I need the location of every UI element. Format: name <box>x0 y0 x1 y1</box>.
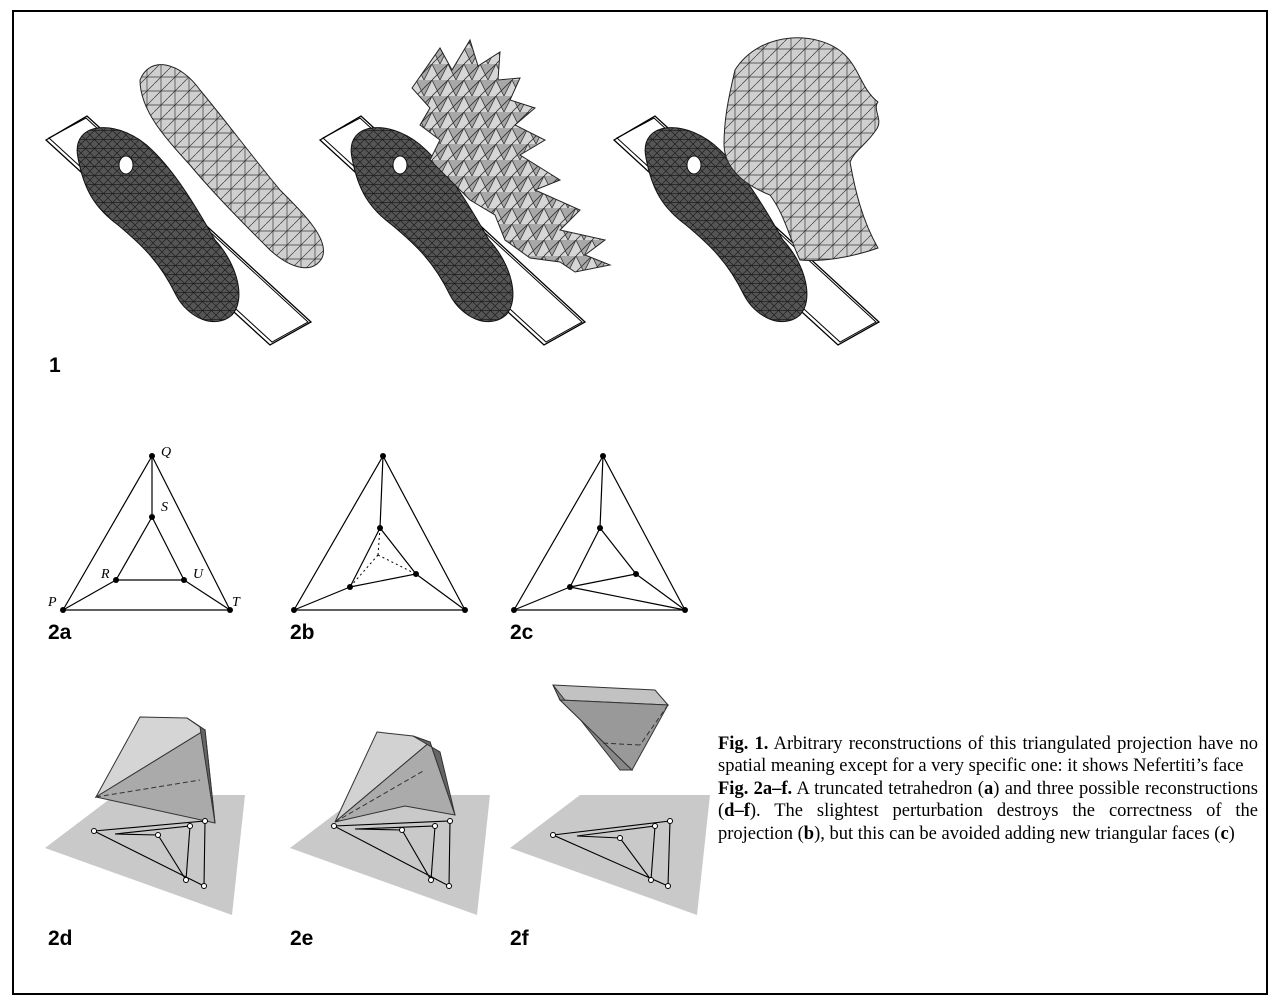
caption-fig2-text: ) <box>1229 824 1235 844</box>
figure-caption: Fig. 1. Arbitrary reconstructions of thi… <box>718 733 1258 845</box>
vertex-label-s: S <box>161 500 168 515</box>
eye-hole <box>119 156 133 174</box>
caption-ref-a: a <box>984 779 993 799</box>
vertex-label-q: Q <box>161 445 171 460</box>
label-fig2b: 2b <box>290 622 315 643</box>
caption-ref-c: c <box>1220 824 1228 844</box>
caption-fig1: Fig. 1. Arbitrary reconstructions of thi… <box>718 733 1258 778</box>
ground-plane <box>45 795 245 915</box>
label-fig1: 1 <box>49 355 61 376</box>
fig2f-reconstruction <box>510 685 710 915</box>
vertex-label-r: R <box>100 567 110 582</box>
caption-fig2-label: Fig. 2a–f. <box>718 779 792 799</box>
ground-plane <box>510 795 710 915</box>
fig2c-vertices <box>511 453 688 613</box>
label-fig2c: 2c <box>510 622 533 643</box>
fig1-panel-right <box>614 38 879 345</box>
fig2b-perturbed <box>294 456 465 610</box>
eye-hole <box>393 156 407 174</box>
fig2d-reconstruction <box>45 717 245 915</box>
caption-ref-d-f: d–f <box>724 801 750 821</box>
fig1-panel-left <box>46 65 324 345</box>
caption-fig2: Fig. 2a–f. A truncated tetrahedron (a) a… <box>718 778 1258 845</box>
caption-ref-b: b <box>804 824 814 844</box>
fig2a-vertices <box>60 453 233 613</box>
fig2a-truncated-tetrahedron <box>63 456 230 610</box>
fig2e-reconstruction <box>290 732 490 915</box>
label-fig2f: 2f <box>510 928 529 949</box>
label-fig2a: 2a <box>48 622 71 643</box>
vertex-label-t: T <box>232 595 241 610</box>
vertex-label-u: U <box>193 567 204 582</box>
caption-fig1-label: Fig. 1. <box>718 734 768 754</box>
label-fig2d: 2d <box>48 928 73 949</box>
fig1-panel-middle <box>320 40 610 345</box>
caption-fig1-text: Arbitrary reconstructions of this triang… <box>718 734 1258 776</box>
vertex-label-p: P <box>47 595 57 610</box>
caption-fig2-text: A truncated tetrahedron ( <box>792 779 984 799</box>
fig2c-added-faces <box>514 456 685 610</box>
eye-hole <box>687 156 701 174</box>
caption-fig2-text: ), but this can be avoided adding new tr… <box>814 824 1220 844</box>
label-fig2e: 2e <box>290 928 313 949</box>
